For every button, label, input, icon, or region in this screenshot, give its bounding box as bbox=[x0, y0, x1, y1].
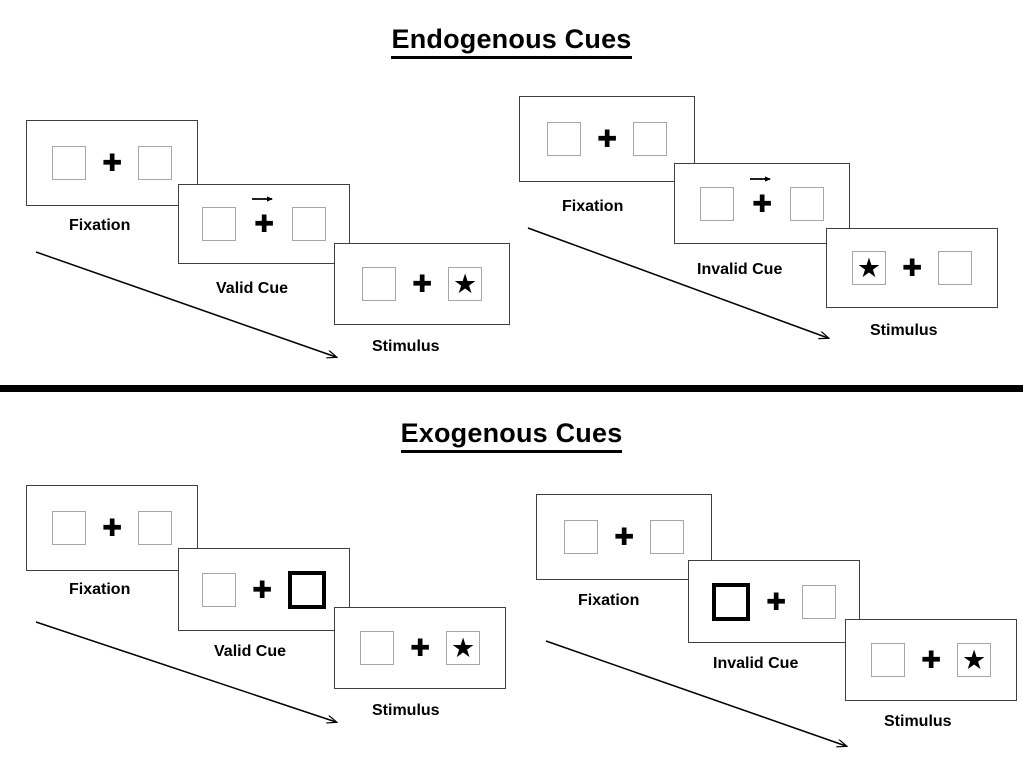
caption-exogenous-invalid-cue: Invalid Cue bbox=[713, 655, 799, 672]
fixation-cross: ✚ bbox=[596, 125, 618, 153]
fixation-cross: ✚ bbox=[411, 270, 433, 298]
star-target-icon: ★ bbox=[450, 632, 476, 664]
caption-endogenous-valid-fixation: Fixation bbox=[69, 217, 131, 234]
panel-exogenous-invalid-fixation: ✚ bbox=[536, 494, 712, 580]
caption-endogenous-invalid-fixation: Fixation bbox=[562, 198, 624, 215]
fixation-cross: ✚ bbox=[901, 254, 923, 282]
caption-exogenous-invalid-fixation: Fixation bbox=[578, 592, 640, 609]
arrow-right-cue-icon bbox=[252, 196, 273, 202]
panel-exogenous-invalid-cue: ✚ bbox=[688, 560, 860, 643]
caption-exogenous-valid-stimulus: Stimulus bbox=[372, 702, 440, 719]
left-placeholder-box bbox=[51, 146, 86, 180]
right-placeholder-box bbox=[138, 511, 173, 545]
panel-endogenous-valid-fixation: ✚ bbox=[26, 120, 198, 206]
left-placeholder-box bbox=[202, 207, 236, 241]
right-cued-box bbox=[288, 570, 327, 609]
caption-endogenous-valid-stimulus: Stimulus bbox=[372, 338, 440, 355]
arrow-right-cue-icon bbox=[750, 175, 771, 182]
caption-endogenous-invalid-stimulus: Stimulus bbox=[870, 322, 938, 339]
right-placeholder-box bbox=[802, 584, 837, 619]
right-placeholder-box bbox=[292, 207, 326, 241]
fixation-cross: ✚ bbox=[751, 189, 773, 218]
caption-exogenous-valid-fixation: Fixation bbox=[69, 581, 131, 598]
caption-exogenous-invalid-stimulus: Stimulus bbox=[884, 713, 952, 730]
fixation-cross: ✚ bbox=[101, 149, 123, 177]
panel-endogenous-invalid-stimulus: ★ ✚ bbox=[826, 228, 998, 308]
panel-endogenous-valid-stimulus: ✚ ★ bbox=[334, 243, 510, 325]
panel-exogenous-invalid-stimulus: ✚ ★ bbox=[845, 619, 1017, 701]
right-placeholder-box bbox=[790, 186, 824, 221]
fixation-cross: ✚ bbox=[101, 514, 123, 542]
fixation-cross: ✚ bbox=[613, 523, 635, 551]
caption-endogenous-invalid-cue: Invalid Cue bbox=[697, 261, 783, 278]
panel-endogenous-invalid-fixation: ✚ bbox=[519, 96, 695, 182]
panel-exogenous-valid-stimulus: ✚ ★ bbox=[334, 607, 506, 689]
section-heading-exogenous: Exogenous Cues bbox=[0, 418, 1023, 453]
panel-exogenous-valid-cue: ✚ bbox=[178, 548, 350, 631]
fixation-cross: ✚ bbox=[251, 575, 273, 604]
star-target-icon: ★ bbox=[961, 644, 987, 676]
left-placeholder-box bbox=[700, 186, 734, 221]
section-heading-exogenous-text: Exogenous Cues bbox=[400, 418, 623, 453]
left-placeholder-box bbox=[870, 643, 905, 677]
right-target-box: ★ bbox=[448, 267, 483, 301]
fixation-cross: ✚ bbox=[253, 210, 275, 238]
caption-endogenous-valid-cue: Valid Cue bbox=[216, 280, 289, 297]
panel-endogenous-invalid-cue: ✚ bbox=[674, 163, 850, 244]
left-placeholder-box bbox=[359, 631, 394, 665]
section-heading-endogenous-text: Endogenous Cues bbox=[391, 24, 632, 59]
right-target-box: ★ bbox=[446, 631, 481, 665]
fixation-cross: ✚ bbox=[765, 587, 787, 616]
section-divider bbox=[0, 385, 1023, 392]
left-placeholder-box bbox=[361, 267, 396, 301]
right-placeholder-box bbox=[633, 122, 668, 156]
right-placeholder-box bbox=[938, 251, 973, 285]
left-target-box: ★ bbox=[851, 251, 886, 285]
caption-exogenous-valid-cue: Valid Cue bbox=[214, 643, 287, 660]
left-placeholder-box bbox=[546, 122, 581, 156]
panel-endogenous-valid-cue: ✚ bbox=[178, 184, 350, 264]
right-target-box: ★ bbox=[957, 643, 992, 677]
fixation-cross: ✚ bbox=[920, 646, 942, 674]
left-cued-box bbox=[711, 582, 750, 621]
left-placeholder-box bbox=[563, 520, 598, 554]
right-placeholder-box bbox=[138, 146, 173, 180]
fixation-cross: ✚ bbox=[409, 634, 431, 662]
star-target-icon: ★ bbox=[856, 252, 882, 284]
right-placeholder-box bbox=[650, 520, 685, 554]
star-target-icon: ★ bbox=[452, 268, 478, 300]
left-placeholder-box bbox=[201, 572, 236, 607]
panel-exogenous-valid-fixation: ✚ bbox=[26, 485, 198, 571]
left-placeholder-box bbox=[51, 511, 86, 545]
section-heading-endogenous: Endogenous Cues bbox=[0, 24, 1023, 59]
